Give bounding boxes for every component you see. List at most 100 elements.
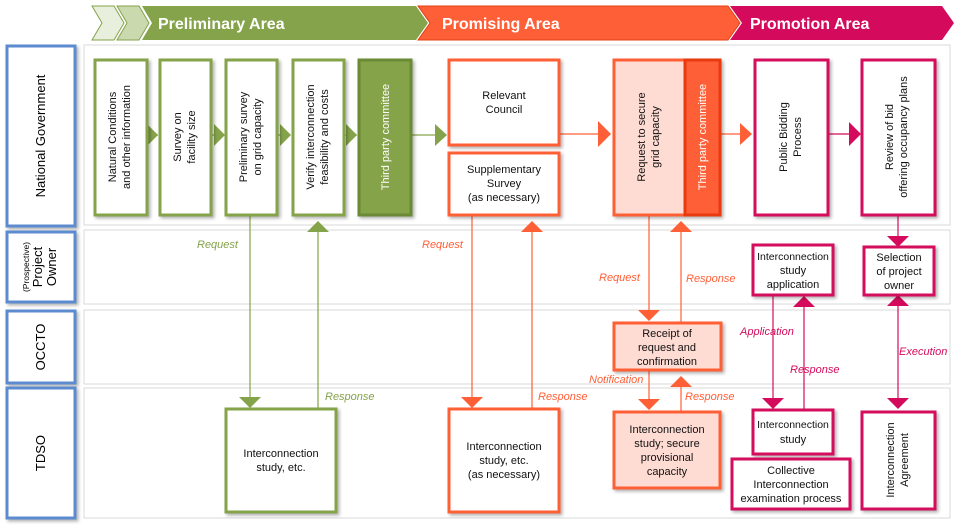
banner-preliminary-label: Preliminary Area (158, 16, 285, 33)
label-promising-response: Response (538, 391, 588, 403)
box-interconnection-study[interactable]: Interconnection study (751, 408, 835, 456)
svg-text:owner: owner (884, 280, 914, 292)
svg-text:offering occupancy plans: offering occupancy plans (898, 76, 910, 198)
svg-text:on grid capacity: on grid capacity (252, 98, 264, 176)
svg-text:(as necessary): (as necessary) (468, 192, 540, 204)
lane-occto-label: OCCTO (33, 324, 48, 371)
box-survey-facility-size[interactable]: Survey on facility size (158, 58, 213, 217)
box-receipt-request[interactable]: Receipt of request and confirmation (612, 321, 723, 372)
svg-text:feasibility and costs: feasibility and costs (319, 89, 331, 185)
box-interconnection-study-etc[interactable]: Interconnection study, etc. (224, 407, 338, 514)
svg-text:study, etc.: study, etc. (479, 455, 528, 467)
promotion-boxes: Public Bidding Process Review of bid off… (730, 58, 937, 511)
lane-labels: National Government (Prospective) Projec… (5, 44, 77, 520)
svg-text:Survey on: Survey on (172, 112, 184, 162)
svg-text:Survey: Survey (487, 178, 522, 190)
svg-text:grid capacity: grid capacity (650, 106, 662, 168)
promising-boxes: Relevant Council Supplementary Survey (a… (447, 58, 723, 514)
label-execution: Execution (899, 346, 947, 358)
lane-national-government (5, 44, 77, 228)
svg-text:study, etc.: study, etc. (256, 462, 305, 474)
arrow-head (887, 236, 909, 247)
svg-text:Agreement: Agreement (899, 433, 911, 487)
svg-text:Public Bidding: Public Bidding (778, 102, 790, 172)
svg-text:Council: Council (486, 104, 523, 116)
box-natural-conditions[interactable]: Natural Conditions and other information (93, 58, 149, 217)
box-collective-process[interactable]: Collective Interconnection examination p… (730, 457, 852, 511)
box-public-bidding[interactable]: Public Bidding Process (753, 58, 830, 217)
svg-text:facility size: facility size (186, 110, 198, 163)
svg-text:capacity: capacity (647, 466, 688, 478)
phase-banner: Preliminary Area Promising Area Promotio… (91, 5, 954, 41)
arrow-head (887, 295, 909, 306)
box-selection-project-owner[interactable]: Selection of project owner (862, 245, 936, 297)
arrow-head (670, 221, 692, 232)
box-interconnection-agreement[interactable]: Interconnection Agreement (860, 410, 937, 511)
svg-text:Process: Process (792, 117, 804, 157)
svg-text:study; secure: study; secure (634, 438, 699, 450)
banner-promising (417, 5, 741, 41)
svg-text:Natural Conditions: Natural Conditions (107, 91, 119, 182)
arrow-head (214, 124, 225, 146)
svg-text:study: study (780, 434, 807, 446)
box-interconnection-study-application[interactable]: Interconnection study application (751, 243, 835, 297)
lane-project-owner-line2: Owner (44, 247, 59, 286)
svg-text:study: study (780, 265, 807, 277)
banner-preliminary (142, 6, 428, 40)
svg-text:provisional: provisional (641, 452, 694, 464)
banner-promising-label: Promising Area (442, 16, 560, 33)
svg-text:Request to secure: Request to secure (636, 92, 648, 181)
lane-occto (5, 309, 77, 385)
preliminary-boxes: Natural Conditions and other information… (93, 58, 413, 217)
box-preliminary-survey-grid[interactable]: Preliminary survey on grid capacity (224, 58, 279, 217)
box-interconnection-study-secure[interactable]: Interconnection study; secure provisiona… (612, 410, 722, 490)
box-verify-interconnection[interactable]: Verify interconnection feasibility and c… (291, 58, 346, 217)
svg-text:Collective: Collective (767, 465, 815, 477)
svg-text:application: application (767, 279, 820, 291)
label-prelim-response: Response (325, 391, 375, 403)
connectors (147, 121, 909, 412)
banner-promotion-label: Promotion Area (750, 16, 870, 33)
arrow-head (435, 124, 447, 146)
lane-project-owner-line1: Project (30, 246, 45, 287)
svg-text:confirmation: confirmation (637, 356, 697, 368)
banner-promotion (730, 6, 954, 40)
arrow-head (521, 221, 543, 232)
arrow-head (887, 398, 909, 409)
label-occto-response: Response (685, 391, 735, 403)
arrow-head (762, 398, 784, 409)
svg-text:Preliminary survey: Preliminary survey (238, 91, 250, 182)
label-grid-request: Request (599, 272, 641, 284)
svg-text:and other information: and other information (121, 85, 133, 189)
svg-text:Supplementary: Supplementary (467, 164, 541, 176)
box-third-party-committee-preliminary[interactable]: Third party committee (357, 58, 413, 217)
arrow-head (280, 124, 291, 146)
banner-chevron-small-1 (91, 5, 125, 41)
lane-national-government-label: National Government (33, 74, 48, 197)
svg-text:Interconnection: Interconnection (753, 479, 828, 491)
arrow-head (670, 376, 692, 387)
arrow-head (638, 310, 660, 321)
arrow-head (307, 221, 329, 232)
arrow-head (461, 397, 483, 408)
lane-project-owner-prefix: (Prospective) (21, 242, 31, 292)
label-prelim-request: Request (197, 239, 239, 251)
box-interconnection-study-necessary[interactable]: Interconnection study, etc. (as necessar… (447, 407, 561, 514)
arrow-head (239, 397, 261, 408)
label-promising-request: Request (422, 239, 464, 251)
svg-text:Interconnection: Interconnection (466, 441, 541, 453)
box-supplementary-survey[interactable]: Supplementary Survey (as necessary) (447, 151, 561, 217)
label-grid-response: Response (686, 273, 736, 285)
box-relevant-council[interactable]: Relevant Council (447, 58, 561, 147)
svg-text:Interconnection: Interconnection (885, 422, 897, 497)
arrow-head (598, 121, 611, 147)
banner-chevron-small-2 (116, 5, 150, 41)
label-notification: Notification (589, 374, 643, 386)
box-review-bid[interactable]: Review of bid offering occupancy plans (860, 58, 937, 217)
box-third-party-committee-promising[interactable]: Third party committee (683, 58, 722, 217)
svg-text:request and: request and (638, 342, 696, 354)
svg-text:of project: of project (876, 266, 921, 278)
label-promotion-response: Response (790, 364, 840, 376)
label-application: Application (739, 326, 794, 338)
svg-text:Review of bid: Review of bid (884, 104, 896, 170)
